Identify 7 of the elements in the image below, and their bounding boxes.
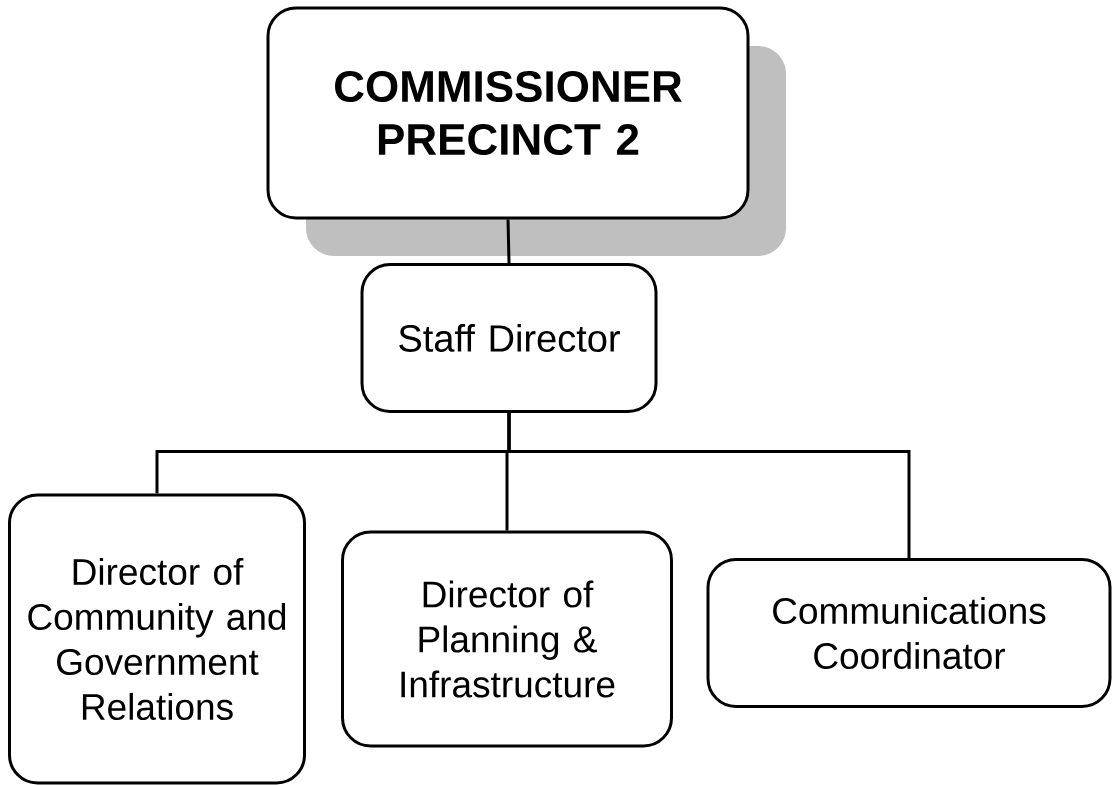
- role-box: Staff Director: [360, 263, 658, 413]
- title-box: COMMISSIONER PRECINCT 2: [266, 6, 786, 256]
- role-box: Director of Planning & Infrastructure: [341, 530, 673, 748]
- connector-line: [506, 219, 511, 264]
- role-box: Communications Coordinator: [706, 558, 1112, 708]
- connector-line: [507, 413, 911, 558]
- role-box: Director of Community and Government Relations: [8, 493, 306, 785]
